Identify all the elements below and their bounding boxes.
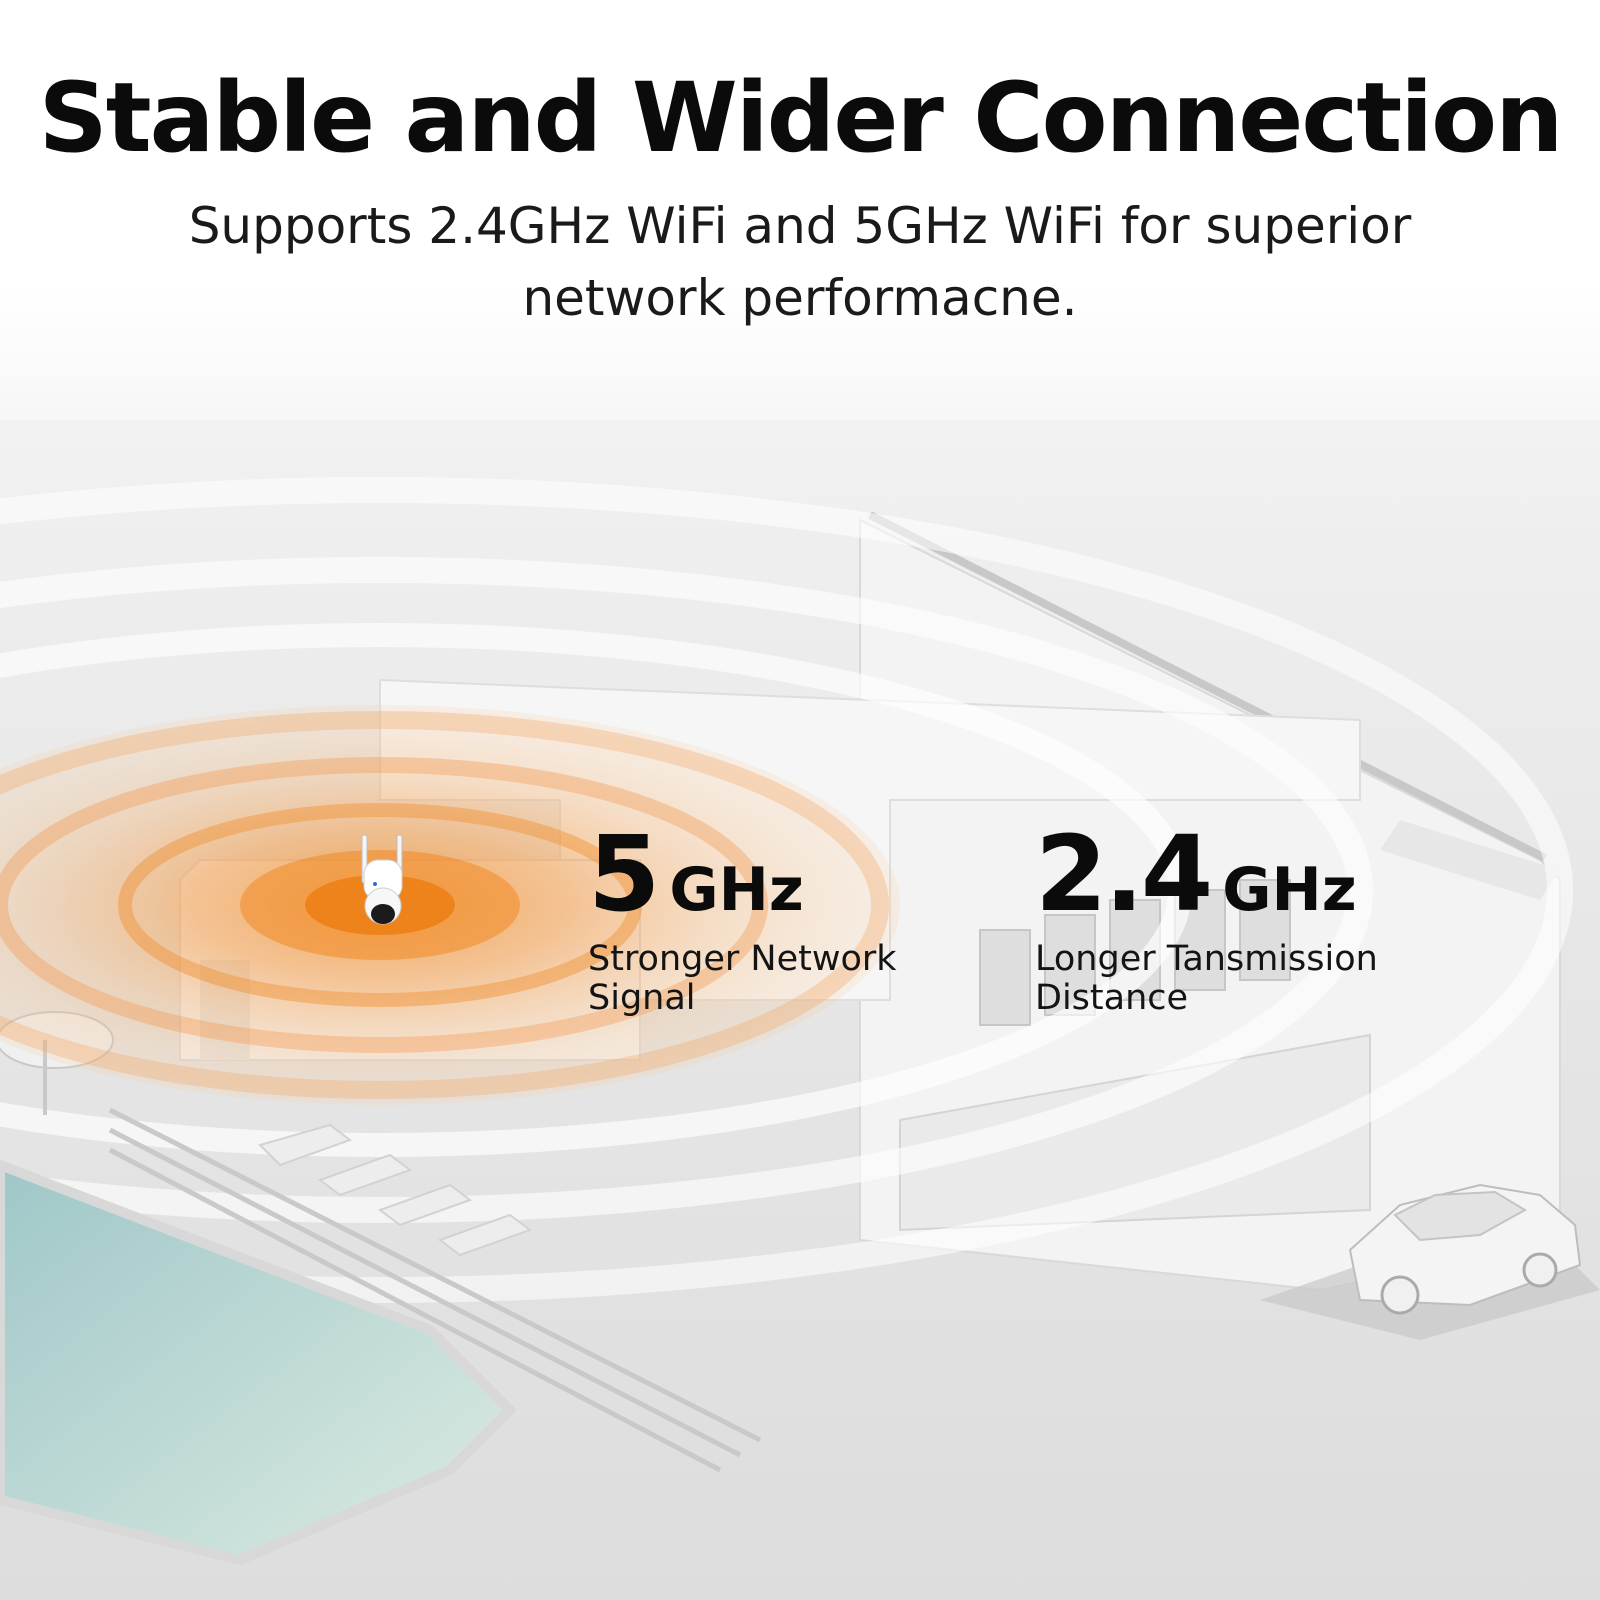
camera-icon — [361, 834, 403, 925]
band-5ghz-unit: GHz — [669, 855, 804, 925]
band-5ghz-value: 5 — [588, 813, 660, 935]
page-title: Stable and Wider Connection — [38, 62, 1564, 174]
car-icon — [1260, 1183, 1600, 1340]
band-24ghz-description: Longer Tansmission Distance — [1035, 939, 1378, 1018]
band-24ghz-unit: GHz — [1222, 855, 1357, 925]
band-5ghz-description: Stronger Network Signal — [588, 939, 897, 1018]
signal-glow-5ghz — [0, 705, 900, 1105]
page-subtitle: Supports 2.4GHz WiFi and 5GHz WiFi for s… — [188, 197, 1412, 327]
band-24ghz-value: 2.4 — [1035, 813, 1213, 935]
